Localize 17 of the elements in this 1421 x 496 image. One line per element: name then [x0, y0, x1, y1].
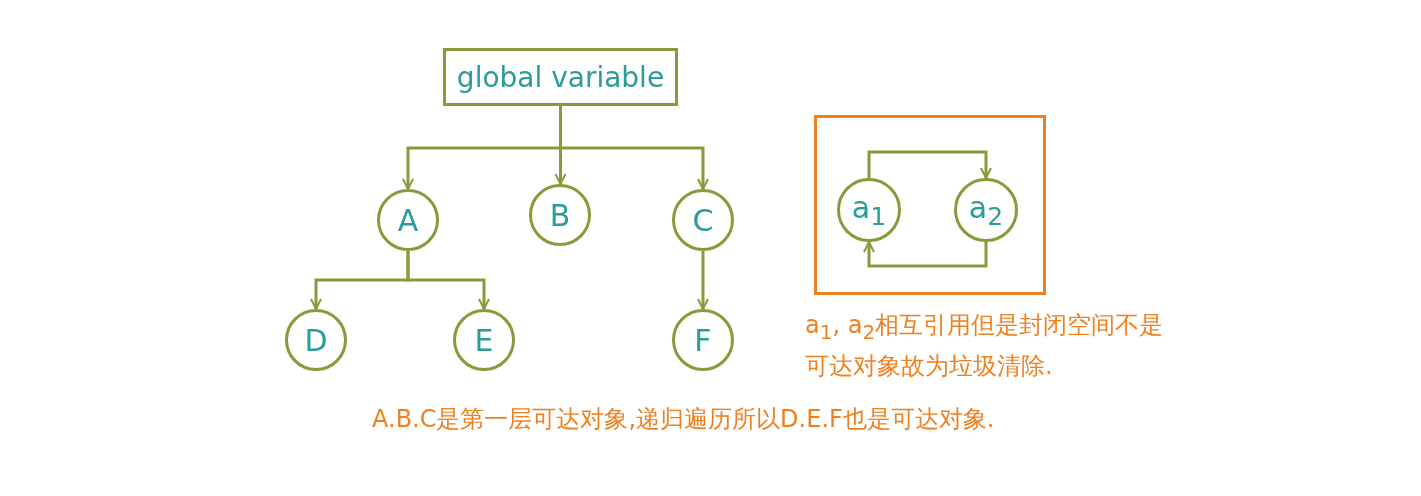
circle-node: F — [672, 309, 734, 371]
arrow — [406, 251, 490, 310]
circle-node: a$_{1}$ — [837, 178, 901, 242]
circle-node: D — [285, 309, 347, 371]
circle-node: E — [453, 309, 515, 371]
arrow — [863, 241, 988, 268]
note-text: A.B.C是第一层可达对象,递归遍历所以D.E.F也是可达对象. — [372, 404, 996, 435]
circle-node: A — [377, 189, 439, 251]
circle-node: C — [672, 189, 734, 251]
frame-box — [814, 115, 1046, 295]
note-text: a$_{1}$, a$_{2}$相互引用但是封闭空间不是可达对象故为垃圾清除. — [805, 310, 1165, 382]
circle-node: a$_{2}$ — [954, 178, 1018, 242]
arrow — [559, 106, 709, 190]
arrow — [867, 150, 992, 179]
circle-node: B — [529, 184, 591, 246]
variable-box: global variable — [443, 48, 678, 106]
arrow — [697, 251, 709, 310]
